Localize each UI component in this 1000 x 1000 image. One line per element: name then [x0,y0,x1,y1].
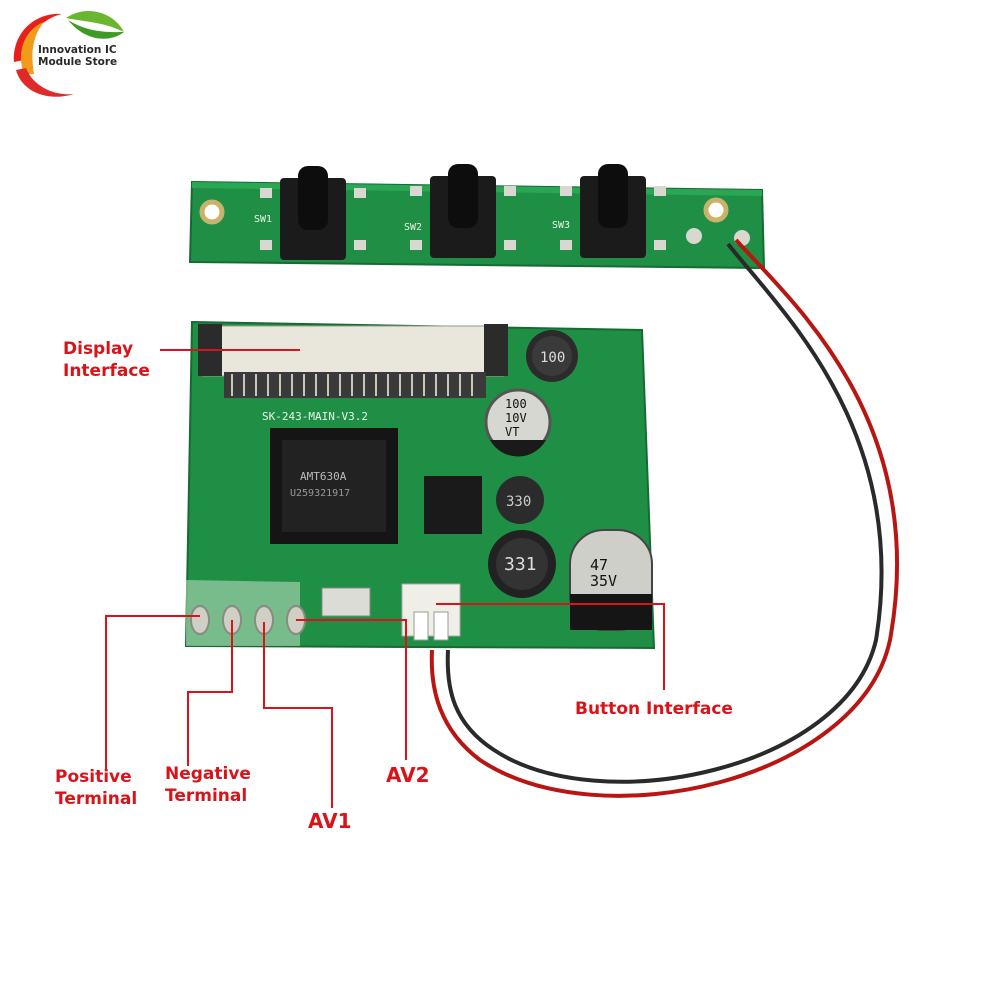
label-button-interface: Button Interface [575,699,733,719]
brand-line-1: Innovation IC [38,44,117,56]
capacitor-100uf: 100 10V VT [484,388,552,457]
leader-lines [105,349,665,808]
store-logo [13,10,124,97]
svg-text:100: 100 [505,397,527,411]
svg-text:SW2: SW2 [404,222,422,233]
inductor-100: 100 [526,330,578,382]
display-fpc-connector [198,324,508,398]
inductor-331: 331 [488,530,556,598]
label-display-interface-line2: Interface [63,361,150,381]
label-positive-terminal: Positive Terminal [55,766,137,810]
label-negative-terminal-line2: Terminal [165,786,248,806]
svg-text:100: 100 [540,350,565,366]
label-positive-terminal-line2: Terminal [55,789,138,809]
label-display-interface: Display Interface [63,338,150,382]
svg-text:AMT630A: AMT630A [300,470,347,483]
board-id-silkscreen: SK-243-MAIN-V3.2 [262,410,368,423]
brand-name: Innovation IC Module Store [38,44,117,68]
svg-text:SW3: SW3 [552,220,570,231]
inductor-330: 330 [496,476,544,524]
label-negative-terminal-line1: Negative [165,764,251,784]
tact-switch-1 [280,166,346,260]
svg-text:VT: VT [505,425,519,439]
main-board: AMT630A U259321917 100 100 10V VT 330 3 [184,320,656,650]
svg-text:35V: 35V [590,572,617,590]
label-display-interface-line1: Display [63,339,134,359]
label-av1: AV1 [308,809,352,833]
capacitor-47uf: 47 35V [569,529,653,631]
svg-text:331: 331 [504,554,537,575]
tact-switch-2 [430,164,496,258]
small-ic [424,476,482,534]
crystal [321,587,371,617]
label-av2: AV2 [386,763,430,787]
tact-switch-3 [580,164,646,258]
svg-text:330: 330 [506,494,531,510]
svg-text:10V: 10V [505,411,527,425]
button-board: SW1 SW2 SW3 [188,164,766,270]
brand-line-2: Module Store [38,56,118,68]
label-positive-terminal-line1: Positive [55,767,132,787]
button-jst-connector [401,583,461,641]
svg-text:SW1: SW1 [254,214,272,225]
svg-text:47: 47 [590,556,608,574]
amt630a-chip: AMT630A U259321917 [270,428,398,544]
label-negative-terminal: Negative Terminal [165,763,251,807]
svg-text:U259321917: U259321917 [290,488,350,499]
